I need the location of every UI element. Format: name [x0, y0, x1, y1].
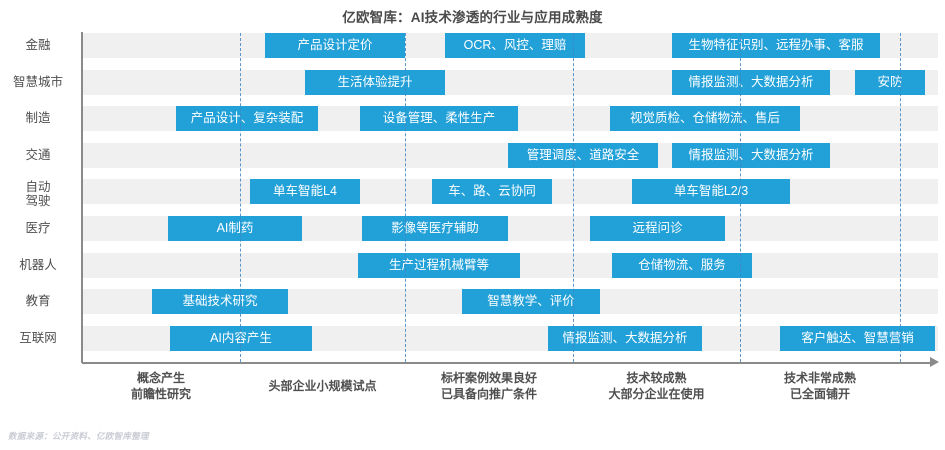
stage-divider-4 [740, 33, 741, 362]
maturity-bar[interactable]: 视觉质检、仓储物流、售后 [610, 106, 800, 132]
page-title: 亿欧智库：AI技术渗透的行业与应用成熟度 [342, 10, 603, 25]
maturity-bar[interactable]: 单车智能L4 [250, 179, 360, 205]
row-label-line2: 驾驶 [25, 194, 51, 209]
x-axis-arrow-icon [930, 357, 939, 367]
maturity-bar[interactable]: AI制药 [168, 216, 302, 241]
stage-label-line1: 头部企业小规模试点 [268, 379, 377, 393]
row-label-7: 机器人 [0, 258, 76, 272]
maturity-bar[interactable]: 客户触达、智慧营销 [780, 325, 935, 351]
maturity-bar[interactable]: 情报监测、大数据分析 [672, 69, 830, 95]
maturity-bar[interactable]: 设备管理、柔性生产 [360, 106, 518, 132]
row-label-1: 金融 [0, 38, 76, 52]
maturity-bar[interactable]: 影像等医疗辅助 [362, 216, 508, 241]
maturity-bar[interactable]: 智慧教学、评价 [462, 289, 600, 315]
maturity-bar[interactable]: OCR、风控、理赔 [445, 33, 585, 58]
stage-label-2: 头部企业小规模试点 [233, 378, 413, 394]
row-label-line1: 机器人 [19, 257, 57, 272]
maturity-bar[interactable]: 生物特征识别、远程办事、客服 [672, 33, 880, 58]
maturity-bar[interactable]: 安防 [855, 69, 925, 95]
stage-label-line2: 前瞻性研究 [130, 387, 191, 401]
maturity-bar[interactable]: 生产过程机械臂等 [358, 252, 520, 278]
row-label-line1: 金融 [25, 38, 51, 52]
row-label-line1: 智慧城市 [12, 74, 63, 89]
row-label-line1: 医疗 [25, 221, 51, 235]
data-source-note: 数据来源：公开资料、亿欧智库整理 [8, 431, 149, 441]
stage-label-line1: 技术较成熟 [626, 371, 687, 385]
maturity-bar[interactable]: 管理调度、道路安全 [508, 142, 658, 168]
stage-label-line2: 已具备向推广条件 [440, 387, 537, 401]
stage-label-3: 标杆案例效果良好已具备向推广条件 [399, 370, 579, 402]
row-label-6: 医疗 [0, 221, 76, 235]
stage-divider-3 [573, 33, 574, 362]
row-label-line1: 制造 [25, 111, 51, 126]
row-label-line1: 互联网 [19, 330, 57, 345]
maturity-bar[interactable]: 情报监测、大数据分析 [672, 142, 830, 168]
y-axis-line [81, 32, 83, 363]
row-label-2: 智慧城市 [0, 75, 76, 89]
x-axis-line [82, 362, 934, 364]
row-label-line1: 自动 [25, 180, 51, 195]
maturity-bar[interactable]: 情报监测、大数据分析 [548, 325, 702, 351]
row-label-9: 互联网 [0, 331, 76, 345]
stage-divider-5 [900, 33, 901, 362]
stage-label-line1: 标杆案例效果良好 [440, 371, 537, 385]
maturity-bar[interactable]: 远程问诊 [590, 216, 725, 241]
maturity-bar[interactable]: 生活体验提升 [305, 69, 445, 95]
maturity-bar[interactable]: AI内容产生 [170, 325, 312, 351]
maturity-bar[interactable]: 车、路、云协同 [432, 179, 552, 205]
stage-divider-2 [405, 33, 406, 362]
maturity-bar[interactable]: 产品设计、复杂装配 [176, 106, 318, 132]
maturity-bar[interactable]: 基础技术研究 [152, 289, 288, 315]
stage-divider-1 [240, 33, 241, 362]
row-label-line1: 交通 [25, 147, 51, 162]
stage-label-line1: 概念产生 [136, 371, 185, 385]
row-label-5: 自动驾驶 [0, 180, 76, 208]
stage-label-line1: 技术非常成熟 [783, 371, 856, 385]
stage-label-line2: 已全面铺开 [789, 387, 850, 401]
maturity-bar[interactable]: 产品设计定价 [265, 33, 405, 58]
row-label-3: 制造 [0, 111, 76, 125]
stage-label-1: 概念产生前瞻性研究 [71, 370, 251, 402]
row-label-line1: 教育 [25, 294, 51, 309]
maturity-bar[interactable]: 仓储物流、服务 [612, 252, 752, 278]
stage-label-5: 技术非常成熟已全面铺开 [730, 370, 910, 402]
stage-label-line2: 大部分企业在使用 [608, 387, 705, 401]
row-label-4: 交通 [0, 148, 76, 162]
row-label-8: 教育 [0, 294, 76, 308]
maturity-bar[interactable]: 单车智能L2/3 [632, 179, 790, 205]
stage-label-4: 技术较成熟大部分企业在使用 [567, 370, 747, 402]
